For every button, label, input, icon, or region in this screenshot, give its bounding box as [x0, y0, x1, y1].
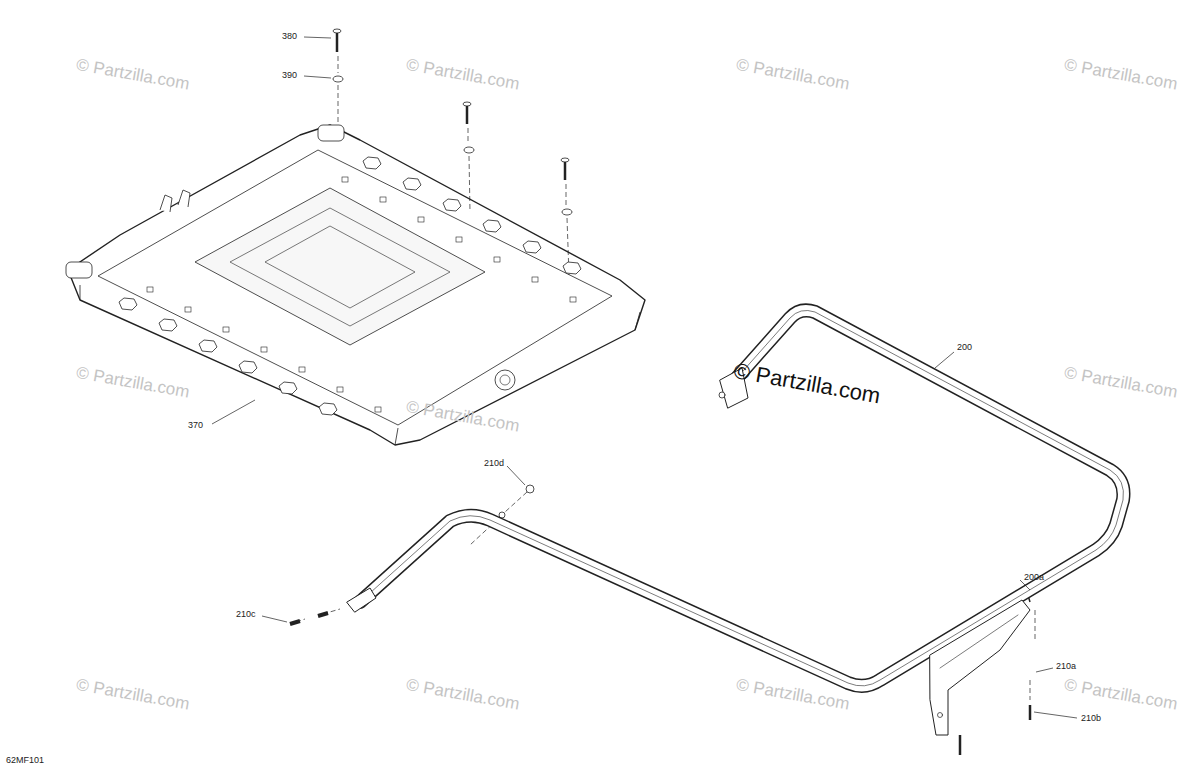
rack-slot [563, 262, 581, 274]
callout-number: 210d [484, 459, 504, 468]
rack-ridges [230, 208, 450, 326]
rack-tab [380, 197, 386, 202]
rack-slot [119, 298, 137, 310]
rack-corner [318, 125, 344, 141]
watermark: © Partzilla.com [1063, 364, 1179, 401]
rack-slot [199, 340, 217, 352]
watermark: © Partzilla.com [75, 56, 191, 93]
bolt [1029, 705, 1032, 720]
callout-number: 200a [1024, 573, 1044, 582]
callout-number: 370 [188, 421, 203, 430]
rack-edges [80, 285, 640, 445]
watermark: © Partzilla.com [405, 676, 521, 713]
dashed-line [338, 56, 339, 122]
bracket-edge [940, 615, 1018, 668]
washer [464, 147, 474, 153]
callout-number: 390 [282, 71, 297, 80]
watermark: © Partzilla.com [735, 56, 851, 93]
rack-tab [532, 277, 538, 282]
rack-tab [375, 407, 381, 412]
callout-number: 200 [957, 343, 972, 352]
callout-number: 380 [282, 32, 297, 41]
rack-slot [483, 220, 501, 232]
rack-slot [523, 241, 541, 253]
bracket-hole [938, 713, 943, 718]
rack-tab [160, 190, 190, 212]
washer [562, 209, 572, 215]
callout-number: 210a [1056, 662, 1076, 671]
leader-line [1036, 668, 1053, 672]
leader-lines [212, 37, 1077, 718]
watermark: © Partzilla.com [405, 56, 521, 93]
frame-stud [719, 392, 725, 398]
dashed-line [296, 609, 340, 622]
bolt-head [333, 29, 341, 33]
bolt [564, 160, 567, 180]
watermark: © Partzilla.com [75, 364, 191, 401]
rack-slot [279, 382, 297, 394]
leader-line [935, 352, 954, 368]
bolt [318, 613, 328, 616]
callout-number: 210b [1081, 714, 1101, 723]
rack-tab [185, 307, 191, 312]
bolt-head [463, 102, 471, 106]
bolt-head [561, 158, 569, 162]
figure-code: 62MF101 [6, 756, 44, 765]
bolt [290, 621, 300, 624]
leader-line [304, 37, 331, 38]
dashed-line [468, 128, 470, 212]
rack-hole [495, 370, 515, 390]
rack-slot [319, 403, 337, 415]
bolt [466, 104, 469, 124]
bolt [959, 735, 962, 755]
side-bracket [930, 600, 1030, 735]
rack-panel [195, 188, 485, 345]
watermark: © Partzilla.com [405, 398, 521, 435]
washer [333, 76, 343, 82]
rack-hole [500, 375, 510, 385]
rack-slot [403, 178, 421, 190]
rack-slot [443, 199, 461, 211]
rack-slot [159, 319, 177, 331]
callout-number: 210c [236, 610, 256, 619]
watermark: © Partzilla.com [735, 676, 851, 713]
frame-bracket [347, 588, 376, 612]
rack-illustration [66, 125, 645, 445]
leader-line [304, 76, 331, 78]
rack-slot [363, 157, 381, 169]
rack-outline [68, 125, 645, 445]
rack-tab [147, 287, 153, 292]
rack-slot [239, 361, 257, 373]
frame-illustration [347, 310, 1123, 735]
rack-tab [299, 367, 305, 372]
rack-tab [570, 297, 576, 302]
rack-details [119, 157, 581, 415]
rack-tab [342, 177, 348, 182]
watermark-main: © Partzilla.com [732, 360, 882, 407]
rack-tab [337, 387, 343, 392]
dashed-line [1030, 610, 1035, 700]
rack-corner [66, 262, 92, 278]
rack-tab [494, 257, 500, 262]
watermark: © Partzilla.com [1063, 676, 1179, 713]
rack-tab [456, 237, 462, 242]
bolt [336, 31, 339, 52]
leader-line [1034, 712, 1077, 718]
rack-tab [261, 347, 267, 352]
watermark: © Partzilla.com [75, 676, 191, 713]
nut [526, 485, 534, 493]
leader-line [262, 616, 287, 622]
leader-line [212, 400, 255, 424]
dashed-line [566, 184, 569, 275]
rack-tab [223, 327, 229, 332]
rack-tab [418, 217, 424, 222]
leader-line [507, 466, 525, 485]
watermark: © Partzilla.com [1063, 56, 1179, 93]
